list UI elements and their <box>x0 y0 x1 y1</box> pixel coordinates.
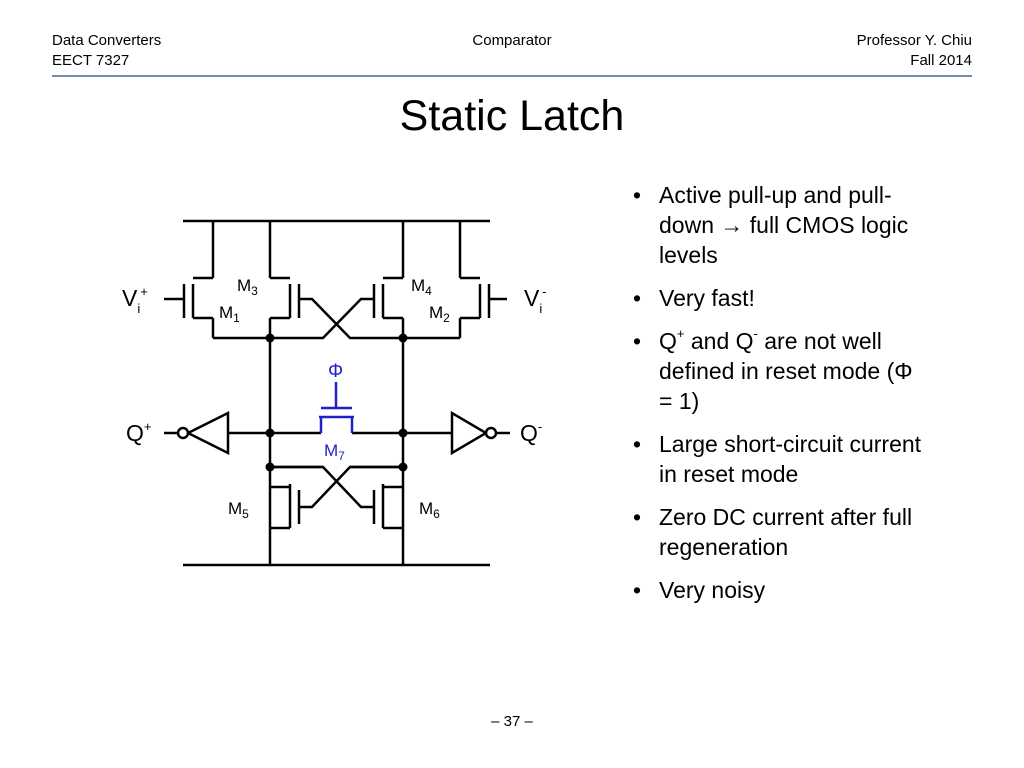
q-plus-inverter <box>185 410 230 456</box>
page-number: – 37 – <box>491 713 533 730</box>
q-plus-inverter-bubble <box>176 426 190 440</box>
label-m4: M4 <box>411 276 432 298</box>
m4-gate-cross-wire <box>270 297 374 340</box>
circuit-wires <box>164 219 510 567</box>
label-q-plus: Q+ <box>126 419 151 446</box>
q-minus-inverter-bubble <box>484 426 498 440</box>
label-m1: M1 <box>219 303 240 325</box>
term: Fall 2014 <box>910 52 972 69</box>
junction-dots <box>265 333 408 472</box>
bullet-item: Very fast! <box>630 283 930 313</box>
header-topic: Comparator <box>472 32 552 49</box>
q-minus-inverter <box>450 410 489 456</box>
label-m6: M6 <box>419 499 440 521</box>
label-phi: Φ <box>328 361 343 382</box>
bullet-item: Large short-circuit current in reset mod… <box>630 429 930 489</box>
slide-title: Static Latch <box>399 92 625 140</box>
course-name: Data Converters <box>52 32 162 49</box>
header-course: Data Converters EECT 7327 <box>52 31 161 71</box>
label-m5: M5 <box>228 499 249 521</box>
label-m7: M7 <box>324 441 345 463</box>
instructor-name: Professor Y. Chiu <box>856 32 972 49</box>
label-m2: M2 <box>429 303 450 325</box>
bullet-list: Active pull-up and pull-down → full CMOS… <box>630 180 930 618</box>
m6-gate-cross-wire <box>270 465 374 509</box>
label-vi-minus: Vi- <box>524 284 547 316</box>
bullet-item: Zero DC current after full regeneration <box>630 502 930 562</box>
bullet-item: Active pull-up and pull-down → full CMOS… <box>630 180 930 270</box>
label-vi-plus: Vi+ <box>122 284 148 316</box>
bullet-item: Q+ and Q- are not well defined in reset … <box>630 326 930 416</box>
m3-gate-cross-wire <box>299 297 403 340</box>
header-divider <box>52 75 972 77</box>
m7-reset-switch <box>319 382 354 433</box>
label-m3: M3 <box>237 276 258 298</box>
m5-gate-cross-wire <box>299 465 403 509</box>
bullet-item: Very noisy <box>630 575 930 605</box>
course-code: EECT 7327 <box>52 52 130 69</box>
label-q-minus: Q- <box>520 419 542 446</box>
header-instructor: Professor Y. Chiu Fall 2014 <box>857 31 972 71</box>
